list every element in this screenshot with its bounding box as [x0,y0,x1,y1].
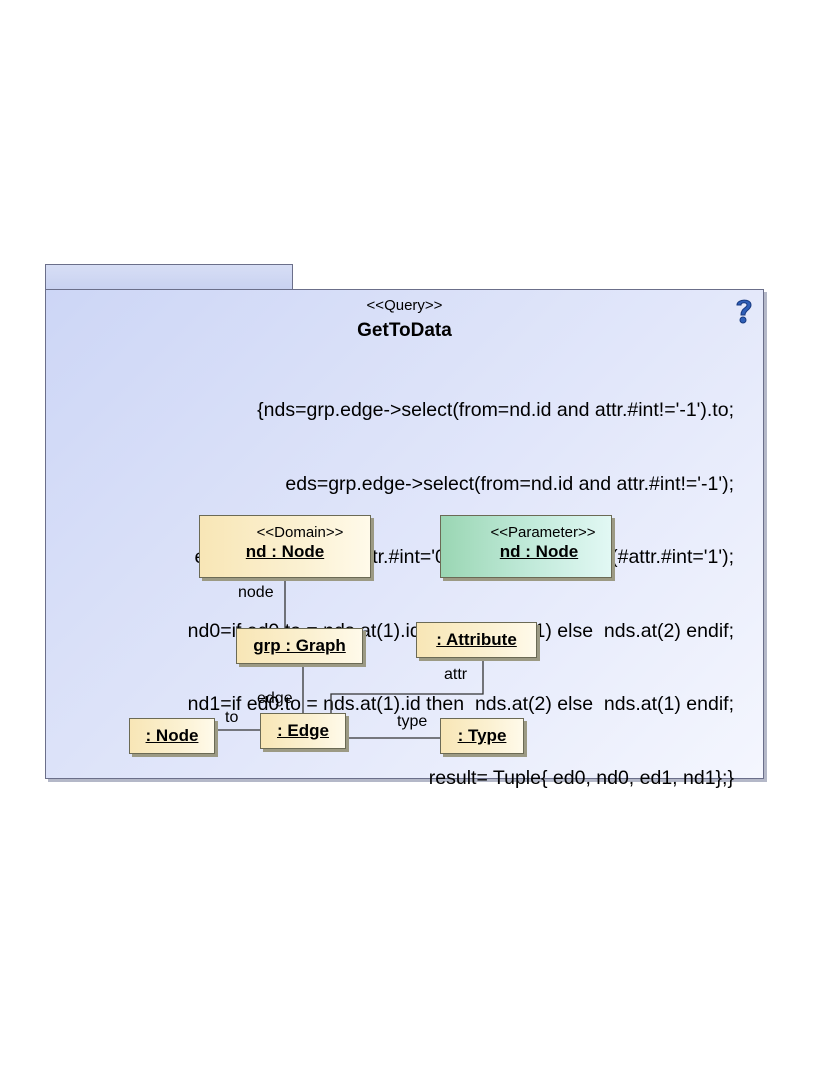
link-label-attr: attr [444,666,468,683]
parameter-name: nd : Node [499,542,579,561]
link-label-to: to [225,709,239,726]
domain-stereotype: <<Domain>> [256,524,344,541]
ocl-line: eds=grp.edge->select(from=nd.id and attr… [285,472,734,495]
parameter-stereotype: <<Parameter>> [490,524,596,541]
link-label-type: type [397,713,428,730]
attribute-object[interactable]: : Attribute [416,622,537,658]
parameter-object[interactable]: <<Parameter>> nd : Node [440,515,612,578]
domain-object[interactable]: <<Domain>> nd : Node [199,515,371,578]
query-name: GetToData [357,320,452,341]
query-package[interactable] [45,289,764,779]
query-stereotype: <<Query>> [366,297,443,314]
link-edge-attribute [330,658,484,713]
type-object[interactable]: : Type [440,718,524,754]
graph-name: grp : Graph [253,636,346,655]
help-question-icon[interactable] [733,296,755,326]
domain-name: nd : Node [245,542,325,561]
attribute-name: : Attribute [436,630,517,649]
link-label-edge: edge [257,690,293,707]
node-name: : Node [145,726,199,745]
edge-object[interactable]: : Edge [260,713,346,749]
type-name: : Type [457,726,507,745]
edge-name: : Edge [277,721,329,740]
ocl-line: nd1=if ed0.to = nds.at(1).id then nds.at… [187,693,734,715]
graph-object[interactable]: grp : Graph [236,628,363,664]
ocl-line: result= Tuple{ ed0, nd0, ed1, nd1};} [428,766,734,789]
link-label-node: node [238,584,274,601]
node-object[interactable]: : Node [129,718,215,754]
ocl-line: {nds=grp.edge->select(from=nd.id and att… [257,399,734,421]
